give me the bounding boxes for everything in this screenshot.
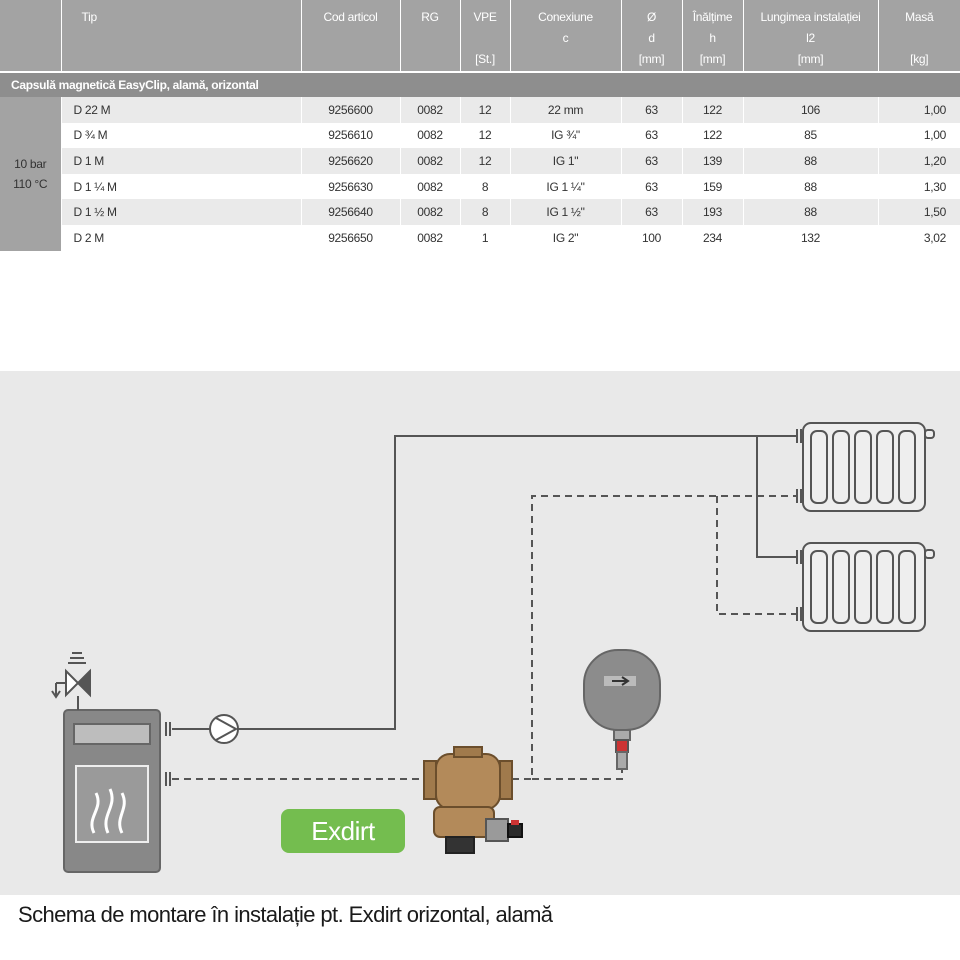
cell-h: 234 bbox=[682, 224, 744, 251]
table-group-row: Capsulă magnetică EasyClip, alamă, orizo… bbox=[0, 71, 960, 97]
cell-masa: 1,50 bbox=[878, 199, 960, 225]
cell-masa: 1,30 bbox=[878, 173, 960, 200]
cell-tip: D 2 M bbox=[61, 224, 302, 251]
table-row: D 2 M 9256650 0082 1 IG 2" 100 234 132 3… bbox=[0, 224, 960, 251]
cell-d: 63 bbox=[621, 199, 683, 225]
expansion-vessel-icon bbox=[583, 649, 661, 770]
cell-l2: 88 bbox=[743, 199, 879, 225]
cell-vpe: 8 bbox=[460, 173, 511, 200]
header-masa: Masă[kg] bbox=[878, 0, 960, 72]
cell-masa: 1,00 bbox=[878, 97, 960, 123]
cell-conexiune: IG 1 ½" bbox=[510, 199, 622, 225]
cell-conexiune: IG 1" bbox=[510, 148, 622, 174]
cell-rg: 0082 bbox=[400, 173, 461, 200]
table-row: D 1 ¼ M 9256630 0082 8 IG 1 ¼" 63 159 88… bbox=[0, 173, 960, 200]
cell-cod: 9256640 bbox=[301, 199, 401, 225]
radiator-bottom bbox=[802, 542, 935, 632]
cell-d: 63 bbox=[621, 97, 683, 123]
cell-d: 63 bbox=[621, 122, 683, 149]
cell-conexiune: IG ¾" bbox=[510, 122, 622, 149]
cell-vpe: 12 bbox=[460, 97, 511, 123]
cell-vpe: 8 bbox=[460, 199, 511, 225]
dirt-separator-icon bbox=[423, 746, 523, 854]
cell-tip: D 22 M bbox=[61, 97, 302, 123]
cell-masa: 1,00 bbox=[878, 122, 960, 149]
cell-rg: 0082 bbox=[400, 122, 461, 149]
header-tip: Tip bbox=[61, 0, 302, 72]
cell-l2: 132 bbox=[743, 224, 879, 251]
radiator-top bbox=[802, 422, 935, 512]
table-row: D 1 M 9256620 0082 12 IG 1" 63 139 88 1,… bbox=[0, 148, 960, 174]
cell-tip: D 1 M bbox=[61, 148, 302, 174]
pressure-label: 10 bar bbox=[14, 156, 47, 171]
cell-l2: 106 bbox=[743, 97, 879, 123]
table-row: D ¾ M 9256610 0082 12 IG ¾" 63 122 85 1,… bbox=[0, 122, 960, 149]
cell-h: 159 bbox=[682, 173, 744, 200]
cell-d: 63 bbox=[621, 148, 683, 174]
cell-l2: 88 bbox=[743, 148, 879, 174]
cell-tip: D ¾ M bbox=[61, 122, 302, 149]
supply-branch-pipe bbox=[756, 436, 797, 558]
cell-cod: 9256610 bbox=[301, 122, 401, 149]
header-cod-articol: Cod articol bbox=[301, 0, 401, 72]
exdirt-badge: Exdirt bbox=[281, 809, 405, 853]
cell-l2: 88 bbox=[743, 173, 879, 200]
cell-masa: 3,02 bbox=[878, 224, 960, 251]
header-empty-cell bbox=[0, 0, 62, 72]
cell-rg: 0082 bbox=[400, 224, 461, 251]
cell-conexiune: 22 mm bbox=[510, 97, 622, 123]
return-branch-pipe bbox=[716, 496, 797, 615]
cell-cod: 9256620 bbox=[301, 148, 401, 174]
cell-d: 63 bbox=[621, 173, 683, 200]
cell-cod: 9256650 bbox=[301, 224, 401, 251]
cell-h: 193 bbox=[682, 199, 744, 225]
safety-valve-icon bbox=[51, 652, 91, 710]
group-title: Capsulă magnetică EasyClip, alamă, orizo… bbox=[0, 71, 960, 97]
boiler-icon bbox=[63, 709, 161, 873]
cell-tip: D 1 ½ M bbox=[61, 199, 302, 225]
cell-cod: 9256600 bbox=[301, 97, 401, 123]
cell-vpe: 12 bbox=[460, 148, 511, 174]
table-row: 10 bar 110 °C D 22 M 9256600 0082 12 22 … bbox=[0, 97, 960, 251]
table-row: D 1 ½ M 9256640 0082 8 IG 1 ½" 63 193 88… bbox=[0, 199, 960, 225]
cell-h: 122 bbox=[682, 97, 744, 123]
cell-rg: 0082 bbox=[400, 199, 461, 225]
return-pipe bbox=[172, 495, 797, 780]
cell-l2: 85 bbox=[743, 122, 879, 149]
cell-d: 100 bbox=[621, 224, 683, 251]
installation-diagram: Exdirt bbox=[0, 371, 960, 895]
cell-tip: D 1 ¼ M bbox=[61, 173, 302, 200]
cell-cod: 9256630 bbox=[301, 173, 401, 200]
temperature-label: 110 °C bbox=[13, 176, 48, 191]
cell-conexiune: IG 1 ¼" bbox=[510, 173, 622, 200]
cell-h: 139 bbox=[682, 148, 744, 174]
pump-icon bbox=[209, 714, 239, 744]
header-rg: RG bbox=[400, 0, 461, 72]
cell-rg: 0082 bbox=[400, 97, 461, 123]
cell-vpe: 12 bbox=[460, 122, 511, 149]
cell-conexiune: IG 2" bbox=[510, 224, 622, 251]
operating-conditions: 10 bar 110 °C bbox=[0, 97, 62, 251]
cell-vpe: 1 bbox=[460, 224, 511, 251]
installation-schematic bbox=[51, 422, 935, 873]
diagram-caption: Schema de montare în instalație pt. Exdi… bbox=[18, 902, 553, 927]
header-vpe: VPE[St.] bbox=[460, 0, 511, 72]
supply-pipe bbox=[172, 435, 797, 730]
expansion-pipe bbox=[532, 769, 623, 780]
cell-h: 122 bbox=[682, 122, 744, 149]
cell-rg: 0082 bbox=[400, 148, 461, 174]
cell-masa: 1,20 bbox=[878, 148, 960, 174]
